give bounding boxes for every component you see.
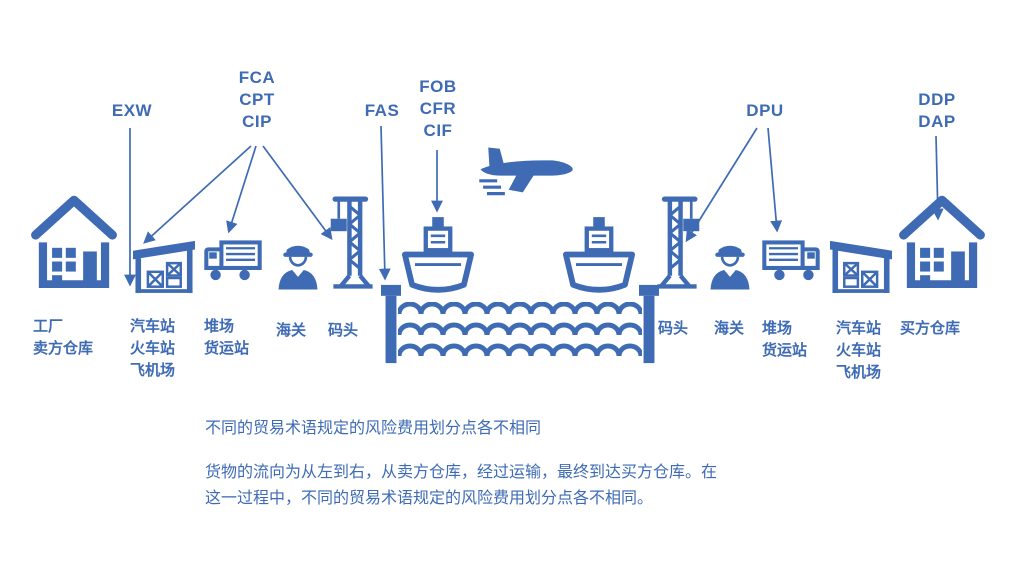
airplane-icon xyxy=(478,138,574,198)
label-dock-right: 码头 xyxy=(658,320,689,337)
term-ddp-dap: DDP DAP xyxy=(918,90,956,131)
term-fca-cpt-cip: FCA CPT CIP xyxy=(238,68,276,131)
label-stations-left: 汽车站 火车站 飞机场 xyxy=(130,318,176,379)
label-stations-right: 汽车站 火车站 飞机场 xyxy=(836,320,882,381)
label-customs-right: 海关 xyxy=(714,320,745,337)
customs-officer-icon-left xyxy=(274,240,322,290)
label-dock-left: 码头 xyxy=(328,322,359,339)
port-crane-icon-right xyxy=(652,192,702,290)
truck-icon-right xyxy=(762,238,820,284)
note-line-1: 不同的贸易术语规定的风险费用划分点各不相同 xyxy=(205,420,542,437)
cargo-ship-icon-right xyxy=(563,217,635,300)
label-buyer-warehouse: 买方仓库 xyxy=(900,320,961,337)
seller-warehouse-icon xyxy=(30,193,118,288)
port-crane-icon-left xyxy=(328,192,378,290)
customs-officer-icon-right xyxy=(706,240,754,290)
station-warehouse-icon-left xyxy=(133,237,195,293)
truck-icon-left xyxy=(204,238,262,284)
term-exw: EXW xyxy=(111,101,153,120)
dock-icon-right xyxy=(639,282,659,366)
note-line-2: 货物的流向为从左到右，从卖方仓库，经过运输，最终到达买方仓库。在 这一过程中，不… xyxy=(205,464,718,507)
sea-waves-icon xyxy=(398,302,642,357)
buyer-warehouse-icon xyxy=(898,193,986,288)
station-warehouse-icon-right xyxy=(830,237,892,293)
term-dpu: DPU xyxy=(746,101,784,120)
term-fas: FAS xyxy=(364,101,400,120)
cargo-ship-icon-left xyxy=(402,217,474,300)
term-fob-cfr-cif: FOB CFR CIF xyxy=(419,77,457,140)
label-seller-warehouse: 工厂 卖方仓库 xyxy=(33,318,94,357)
label-yard-right: 堆场 货运站 xyxy=(762,320,808,359)
label-customs-left: 海关 xyxy=(276,322,307,339)
label-yard-left: 堆场 货运站 xyxy=(204,318,250,357)
